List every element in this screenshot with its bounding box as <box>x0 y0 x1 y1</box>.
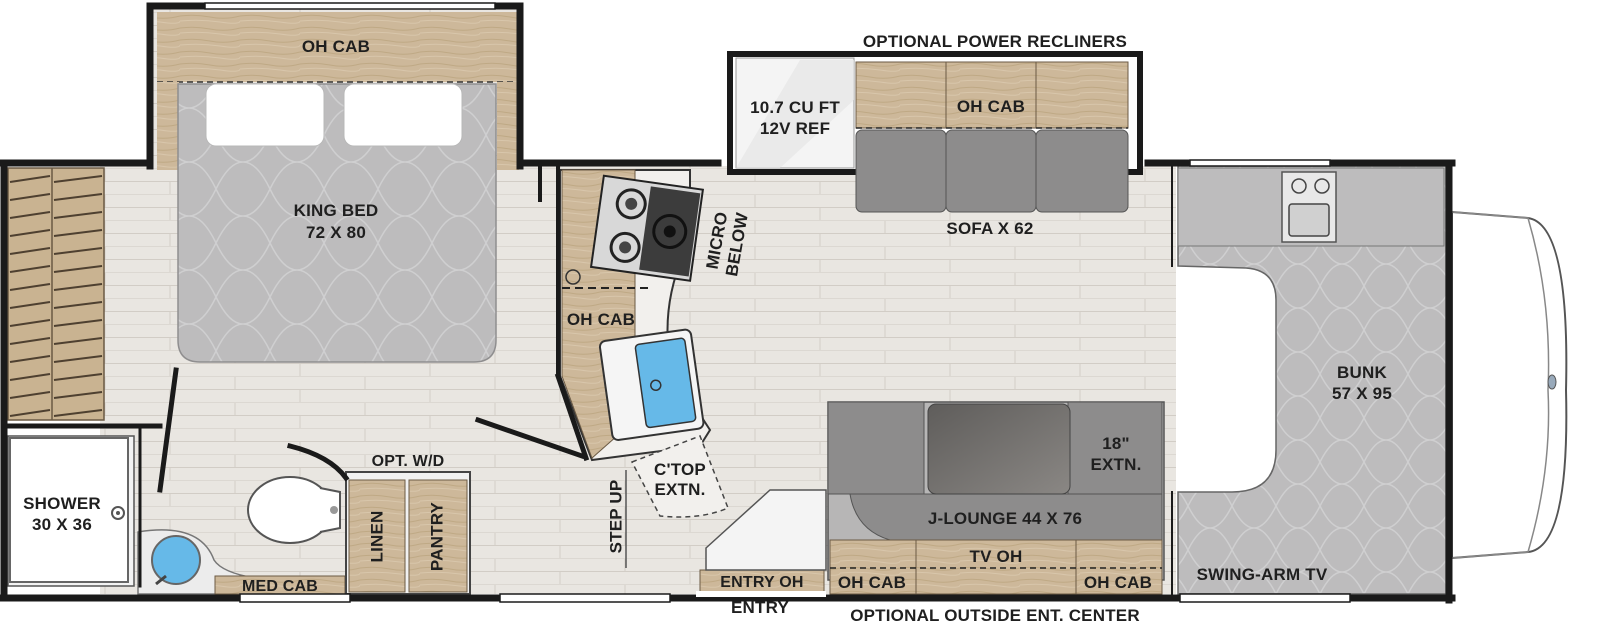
countertop-extension <box>630 435 729 518</box>
ctop-extension-label-line1: C'TOP <box>654 460 706 479</box>
optional-power-recliners-label: OPTIONAL POWER RECLINERS <box>862 32 1128 51</box>
shower-label-line2: 30 X 36 <box>31 515 92 534</box>
swing-arm-tv-label: SWING-ARM TV <box>1196 565 1328 584</box>
med-cab-label: MED CAB <box>241 578 319 595</box>
stove-cooktop <box>589 174 705 282</box>
tv-oh-label: TV OH <box>969 547 1023 566</box>
kitchen-oh-cab-label: OH CAB <box>566 310 636 329</box>
oh-cab-left-label: OH CAB <box>837 573 907 592</box>
king-bed-label-line1: KING BED <box>293 201 379 220</box>
shower <box>9 437 129 583</box>
entry-steps <box>705 489 827 571</box>
tv-oh-cabinet <box>829 539 1163 595</box>
cab-bunk <box>1177 165 1447 595</box>
sofa-oh-cab-label: OH CAB <box>956 97 1026 116</box>
shower-drain-icon <box>111 506 125 520</box>
ctop-extension-label-line2: EXTN. <box>654 480 706 499</box>
truck-cab <box>1451 210 1568 560</box>
opt-wd-label: OPT. W/D <box>371 453 445 470</box>
linen-label: LINEN <box>367 510 387 563</box>
refrigerator-label-line1: 10.7 CU FT <box>750 98 840 117</box>
bunk-label-line2: 57 X 95 <box>1331 384 1392 403</box>
extension-label-line2: EXTN. <box>1090 455 1142 474</box>
bunk-label-line1: BUNK <box>1337 363 1387 382</box>
j-lounge-label: J-LOUNGE 44 X 76 <box>927 509 1083 528</box>
pillow-left <box>205 83 325 147</box>
bathroom <box>7 435 346 595</box>
dinette-table <box>927 403 1071 495</box>
pillow-right <box>343 83 463 147</box>
shower-label-line1: SHOWER <box>23 494 101 513</box>
king-bed-label-line2: 72 X 80 <box>305 223 366 242</box>
j-lounge <box>827 401 1165 595</box>
sofa-oh-cabinet <box>855 61 1129 129</box>
entry-label: ENTRY <box>731 598 789 617</box>
refrigerator-label-line2: 12V REF <box>759 119 831 138</box>
linen-pantry-cabinets <box>345 471 471 595</box>
slideout <box>727 51 1143 213</box>
king-bed <box>177 83 497 363</box>
pantry-label: PANTRY <box>427 501 447 572</box>
oh-cab-right-label: OH CAB <box>1083 573 1153 592</box>
bedroom-oh-cabinet <box>157 12 521 170</box>
bathroom-sink <box>151 535 201 585</box>
kitchen-counter <box>559 169 729 518</box>
extension-label-line1: 18" <box>1102 434 1130 453</box>
sofa-label: SOFA X 62 <box>946 219 1034 238</box>
entry-oh-label: ENTRY OH <box>720 574 804 591</box>
kitchen-sink <box>598 328 705 441</box>
sofa <box>855 129 1129 213</box>
windows <box>204 2 1351 603</box>
optional-outside-ent-center-label: OPTIONAL OUTSIDE ENT. CENTER <box>850 606 1140 625</box>
toilet <box>247 476 333 544</box>
bedroom-oh-cab-label: OH CAB <box>301 37 371 56</box>
step-up-label: STEP UP <box>606 479 626 554</box>
wardrobe-closet <box>7 167 105 421</box>
